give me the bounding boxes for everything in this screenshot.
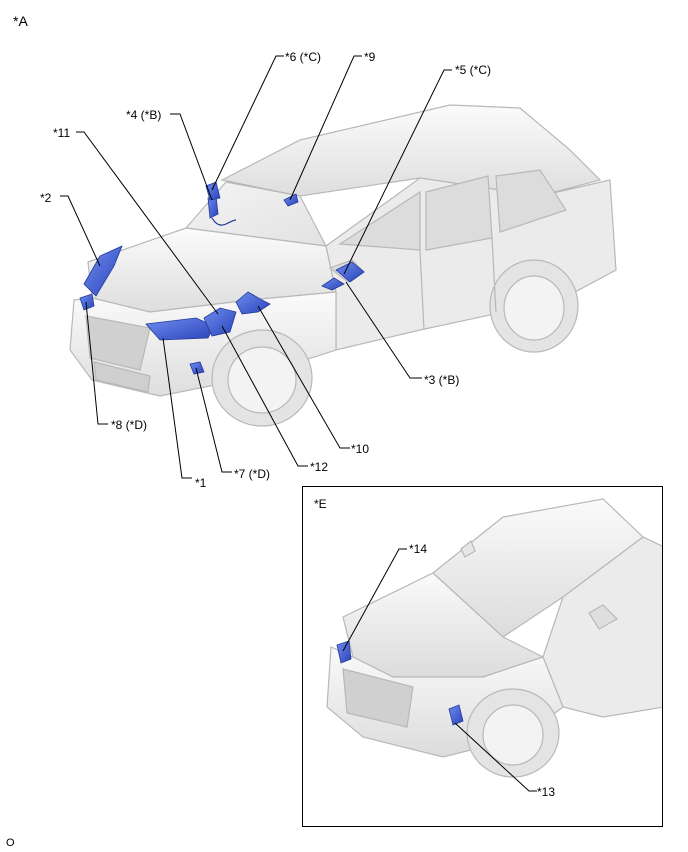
callout-2: *2 bbox=[40, 191, 52, 205]
leader-10 bbox=[257, 305, 350, 449]
figure-code: O bbox=[6, 837, 15, 849]
component-6-wire bbox=[211, 217, 237, 226]
vehicle-body bbox=[69, 104, 617, 427]
leader-lines bbox=[60, 55, 452, 479]
callout-14: *14 bbox=[409, 542, 428, 556]
callout-7: *7 (*D) bbox=[234, 467, 271, 481]
leader-3 bbox=[345, 281, 422, 379]
component-5-mirror bbox=[335, 261, 365, 283]
inset-view: *E *13 *14 bbox=[302, 486, 663, 827]
callout-5: *5 (*C) bbox=[455, 63, 492, 77]
callout-3: *3 (*B) bbox=[424, 373, 460, 387]
callout-8: *8 (*D) bbox=[111, 418, 148, 432]
component-13-sensor bbox=[448, 704, 464, 726]
inset-vehicle-body bbox=[326, 498, 662, 778]
callout-13: *13 bbox=[537, 785, 556, 799]
callout-6: *6 (*C) bbox=[285, 50, 322, 64]
component-6-sensor-top bbox=[205, 181, 221, 201]
component-7-lamp bbox=[189, 361, 205, 375]
inset-components bbox=[336, 640, 464, 726]
leader-12 bbox=[221, 325, 308, 467]
inset-label: *E bbox=[314, 497, 327, 511]
component-3-mirror-sensor bbox=[321, 277, 345, 291]
callout-12: *12 bbox=[310, 460, 329, 474]
view-label: *A bbox=[13, 13, 28, 29]
component-11-12-assembly bbox=[203, 307, 237, 337]
leader-5 bbox=[343, 69, 452, 275]
callout-4: *4 (*B) bbox=[126, 108, 162, 122]
leader-1 bbox=[162, 337, 192, 479]
component-8-lamp bbox=[79, 293, 95, 311]
leader-4 bbox=[170, 113, 213, 201]
callout-9: *9 bbox=[364, 50, 376, 64]
callout-10: *10 bbox=[351, 442, 370, 456]
leader-6 bbox=[211, 55, 284, 191]
leader-14 bbox=[342, 548, 407, 652]
callout-11: *11 bbox=[53, 126, 71, 140]
leader-9 bbox=[289, 55, 362, 201]
component-14-sensor bbox=[336, 640, 352, 664]
leader-7 bbox=[195, 367, 232, 473]
inset-vehicle-illustration bbox=[326, 498, 662, 792]
leader-11 bbox=[76, 131, 219, 315]
leader-2 bbox=[60, 195, 101, 267]
component-10-assembly bbox=[235, 291, 271, 315]
leader-8 bbox=[85, 301, 108, 425]
inset-leader-lines bbox=[342, 548, 537, 792]
callout-1: *1 bbox=[195, 476, 207, 490]
leader-13 bbox=[454, 722, 537, 792]
